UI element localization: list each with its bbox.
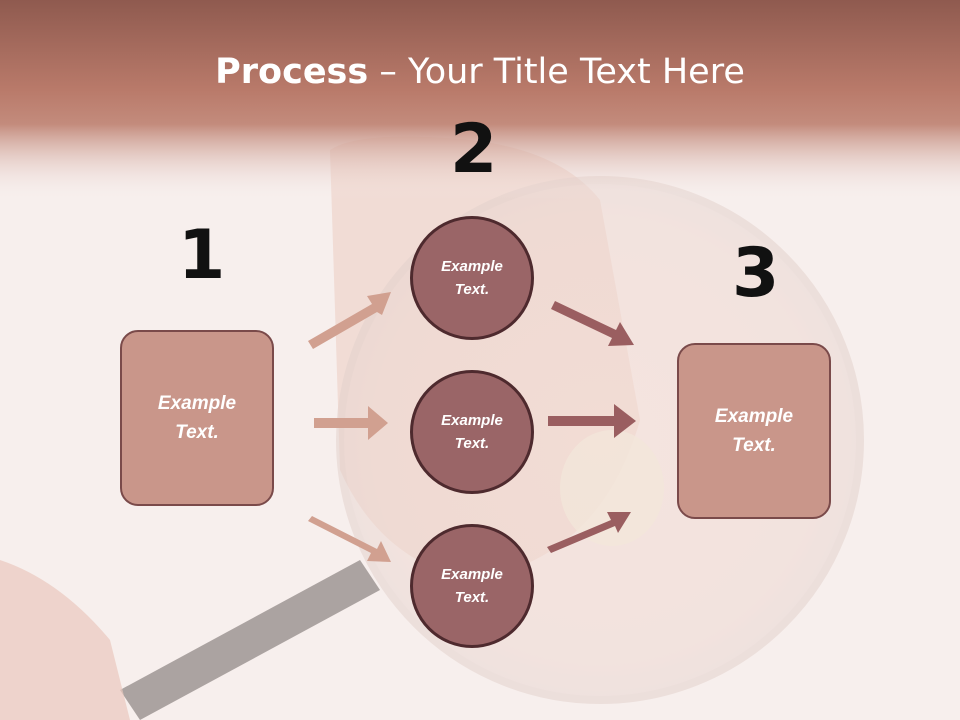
title-bold: Process — [215, 52, 369, 92]
circle-top: Example Text. — [410, 216, 534, 340]
arrow-left-mid — [314, 406, 388, 440]
step-3-box: Example Text. — [677, 343, 831, 519]
arrow-left-up — [308, 292, 391, 349]
title-rest: – Your Title Text Here — [368, 52, 745, 92]
arrow-right-up — [547, 512, 631, 553]
arrow-right-down — [551, 301, 634, 346]
arrow-left-down — [308, 516, 391, 562]
circle-middle: Example Text. — [410, 370, 534, 494]
circle-bottom: Example Text. — [410, 524, 534, 648]
step-number-3: 3 — [732, 234, 780, 313]
page-title: Process – Your Title Text Here — [0, 52, 960, 92]
step-number-1: 1 — [178, 216, 226, 295]
step-1-box: Example Text. — [120, 330, 274, 506]
arrow-right-mid — [548, 404, 636, 438]
step-number-2: 2 — [450, 110, 498, 189]
